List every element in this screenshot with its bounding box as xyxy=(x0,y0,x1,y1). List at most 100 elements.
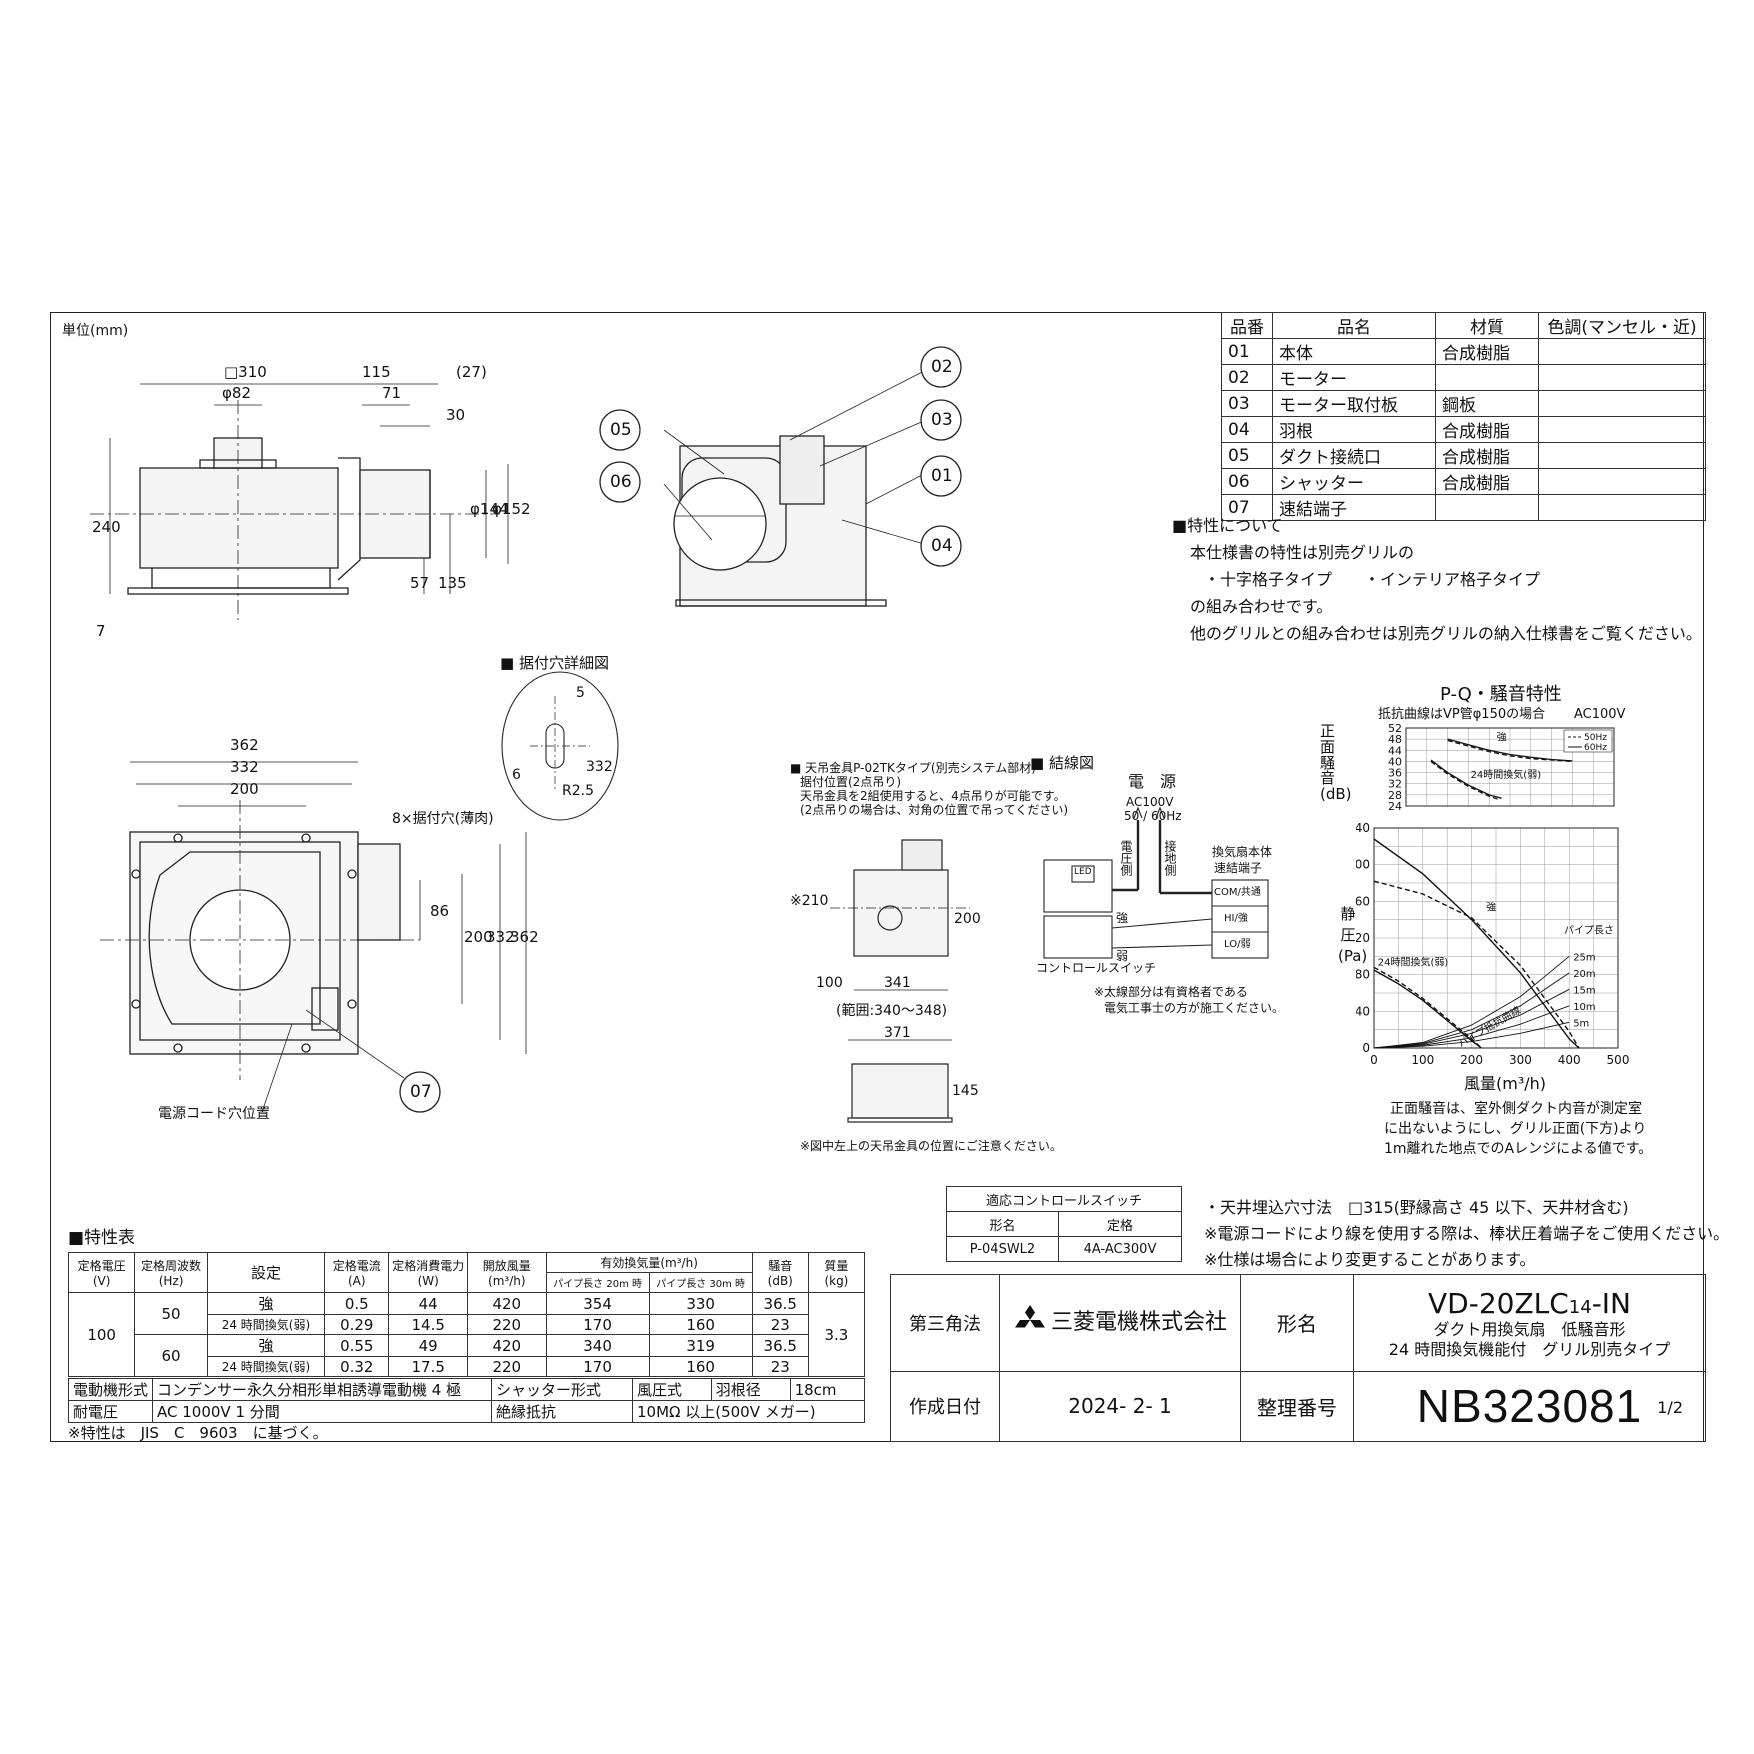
leader-line xyxy=(841,519,925,545)
hanger-views xyxy=(830,839,970,1123)
dim-label: 30 xyxy=(446,406,466,424)
part-color xyxy=(1538,416,1706,443)
wiring-weak: 弱 xyxy=(1116,949,1129,963)
spec-p30: 319 xyxy=(648,1334,753,1357)
dim-label: 57 xyxy=(410,574,430,592)
spec-power: 14.5 xyxy=(388,1314,468,1335)
part-color xyxy=(1538,442,1706,469)
y-tick-label: 0 xyxy=(1362,1041,1370,1055)
dim-label: 5 xyxy=(576,685,585,701)
annotation-label: 強 xyxy=(1486,901,1496,914)
noise-note: 1m離れた地点でのAレンジによる値です。 xyxy=(1384,1141,1653,1157)
blade-diameter: 18cm xyxy=(789,1378,866,1401)
spec-setting: 24 時間換気(弱) xyxy=(206,1356,326,1377)
detail-ellipse xyxy=(501,671,619,821)
hole-label: 8×据付穴(薄肉) xyxy=(392,811,494,827)
top-duct-connector xyxy=(357,843,401,941)
model-cell: VD-20ZLC14-IN ダクト用換気扇 低騒音形 24 時間換気機能付 グリ… xyxy=(1353,1274,1706,1372)
spec-power: 17.5 xyxy=(388,1356,468,1377)
spec-extra-table: 電動機形式 コンデンサー永久分相形単相誘導電動機 4 極 シャッター形式 風圧式… xyxy=(67,1378,866,1423)
spec-p20: 170 xyxy=(545,1314,650,1335)
dim-label: φ82 xyxy=(222,384,251,402)
callout-label: 06 xyxy=(610,472,632,492)
dim-label: ※210 xyxy=(790,893,829,909)
wiring-ground-side: 接地側 xyxy=(1163,840,1177,876)
dim-label: 71 xyxy=(382,384,402,402)
callout-circle-03 xyxy=(920,399,962,441)
spec-header: パイプ長さ 30m 時 xyxy=(648,1272,753,1293)
x-tick-label: 0 xyxy=(1370,1053,1378,1067)
resistance-curve-label: 15m xyxy=(1573,985,1595,996)
spec-setting: 強 xyxy=(206,1292,326,1315)
part-material: 合成樹脂 xyxy=(1435,468,1539,495)
control-table-title: 適応コントロールスイッチ xyxy=(946,1186,1182,1212)
spec-header: 定格周波数 (Hz) xyxy=(134,1252,208,1293)
parts-header-row: 品番 品名 材質 色調(マンセル・近) xyxy=(1221,312,1706,339)
dim-label: 7 xyxy=(96,622,106,640)
spec-p30: 160 xyxy=(648,1356,753,1377)
led-box xyxy=(1071,865,1095,883)
noise-note: 正面騒音は、室外側ダクト内音が測定室 xyxy=(1390,1101,1642,1117)
spec-header: 定格電流 (A) xyxy=(324,1252,390,1293)
series-line xyxy=(1373,966,1482,1049)
wiring-diagram xyxy=(1043,806,1269,959)
pq-ylabel: 静圧(Pa) xyxy=(1338,905,1368,965)
y-tick-label: 48 xyxy=(1388,733,1402,746)
spec-header: 開放風量 (m³/h) xyxy=(466,1252,547,1293)
leader-line xyxy=(261,1023,293,1113)
spec-open: 420 xyxy=(466,1292,547,1315)
spec-hz: 50 xyxy=(134,1292,208,1335)
front-body xyxy=(139,467,339,569)
part-number: 01 xyxy=(1221,338,1273,365)
insulation-resistance: 10MΩ 以上(500V メガー) xyxy=(631,1400,866,1423)
series-line xyxy=(1373,880,1580,1049)
dim-label: 332 xyxy=(230,758,259,776)
leader-line xyxy=(305,1009,405,1079)
pq-xlabel: 風量(m³/h) xyxy=(1464,1074,1547,1093)
callout-circle-06 xyxy=(599,461,641,503)
model-main: VD-20ZLC xyxy=(1428,1286,1569,1320)
y-tick-label: 36 xyxy=(1388,767,1402,780)
date-label: 作成日付 xyxy=(890,1370,1000,1443)
callout-label: 05 xyxy=(610,420,632,440)
control-header-rating: 定格 xyxy=(1057,1211,1183,1237)
hanger-note: (2点吊りの場合は、対角の位置で吊ってください) xyxy=(800,803,1069,817)
callout-label: 02 xyxy=(931,357,953,377)
resistance-curve xyxy=(1373,955,1570,1049)
leader-line xyxy=(865,473,925,505)
resistance-curve-label: 20m xyxy=(1573,969,1595,980)
part-color xyxy=(1538,494,1706,521)
mount-detail-title: ■ 据付穴詳細図 xyxy=(500,654,609,672)
model-sub: 14 xyxy=(1568,1296,1592,1318)
y-tick-label: 80 xyxy=(1356,968,1370,982)
arrow-up xyxy=(1133,806,1143,819)
spec-db: 23 xyxy=(751,1356,809,1377)
wire-hi xyxy=(1111,918,1213,929)
dim-label: 341 xyxy=(884,975,911,991)
part-name: ダクト接続口 xyxy=(1272,442,1436,469)
y-tick-label: 44 xyxy=(1388,744,1402,757)
side-view xyxy=(599,346,962,607)
dim-label: φ144 xyxy=(470,500,509,518)
spec-header: 定格消費電力 (W) xyxy=(388,1252,468,1293)
y-tick-label: 28 xyxy=(1388,789,1402,802)
part-name: 本体 xyxy=(1272,338,1436,365)
dim-label: 100 xyxy=(816,975,843,991)
leader-line xyxy=(819,419,927,467)
spec-power: 49 xyxy=(388,1334,468,1357)
blade-label: 羽根径 xyxy=(710,1378,791,1401)
parts-header: 材質 xyxy=(1435,312,1539,339)
mount-hole xyxy=(301,1043,311,1053)
spec-power: 44 xyxy=(388,1292,468,1315)
company-name: 三菱電機株式会社 xyxy=(1050,1310,1227,1336)
mount-hole xyxy=(173,1043,183,1053)
dim-label: 200 xyxy=(464,928,493,946)
pq-chart: 01002003004005000408012016020024025m20m1… xyxy=(1356,821,1629,1067)
callout-label: 07 xyxy=(410,1082,432,1102)
y-tick-label: 52 xyxy=(1388,722,1402,735)
led-label: LED xyxy=(1074,867,1092,877)
dim-label: 332 xyxy=(586,759,613,775)
wiring-terminal: 速結端子 xyxy=(1214,861,1263,875)
